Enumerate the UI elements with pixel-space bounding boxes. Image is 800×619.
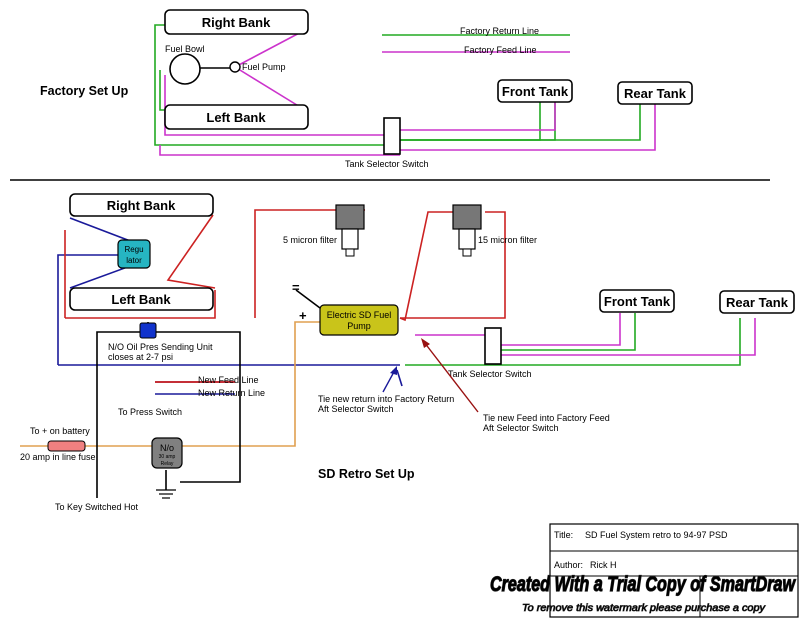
legend-new-return-label: New Return Line xyxy=(198,388,265,398)
relay-label-line2: 30 amp xyxy=(159,454,176,460)
filter-5-micron-label: 5 micron filter xyxy=(283,235,337,245)
factory-section-label: Factory Set Up xyxy=(40,84,129,98)
feed-note-arrow xyxy=(423,341,479,413)
factory-tank-selector xyxy=(383,117,401,155)
oil-switch-label-line2: closes at 2-7 psi xyxy=(108,352,173,362)
to-battery-label: To + on battery xyxy=(30,426,90,436)
regulator-label-line2: lator xyxy=(126,256,142,265)
fuel-bowl-label: Fuel Bowl xyxy=(165,44,205,54)
filter-5-micron xyxy=(335,204,365,257)
watermark-subtext: To remove this watermark please purchase… xyxy=(522,603,766,614)
factory-left-bank xyxy=(164,104,309,130)
retro-right-bank-label: Right Bank xyxy=(107,198,176,213)
factory-section: Factory Set Up Right Bank Left Bank Fuel… xyxy=(40,9,693,169)
retro-section-label: SD Retro Set Up xyxy=(318,467,415,481)
factory-right-bank-label: Right Bank xyxy=(202,15,271,30)
factory-feed-lines xyxy=(159,29,656,156)
fuse-label: 20 amp in line fuse xyxy=(20,452,96,462)
to-key-label: To Key Switched Hot xyxy=(55,502,139,512)
retro-section: New Feed Line New Return Line Right Bank xyxy=(20,193,795,512)
regulator xyxy=(117,239,151,269)
return-note-line2: Aft Selector Switch xyxy=(318,404,394,414)
feed-note-arrow-head xyxy=(421,338,430,348)
fuel-bowl xyxy=(169,53,201,85)
return-note-arrow-head xyxy=(390,366,397,375)
title-block: Title: SD Fuel System retro to 94-97 PSD… xyxy=(549,523,799,618)
relay xyxy=(151,437,183,469)
watermark-text: Created With a Trial Copy of SmartDraw xyxy=(490,573,796,596)
retro-tank-selector xyxy=(484,327,502,365)
electric-fuel-pump xyxy=(319,304,399,336)
filter-15-micron xyxy=(452,204,482,257)
legend-factory-return-label: Factory Return Line xyxy=(460,26,539,36)
regulator-label-line1: Regu xyxy=(124,245,143,254)
retro-front-tank-label: Front Tank xyxy=(604,294,671,309)
pump-label-line1: Electric SD Fuel xyxy=(327,310,392,320)
retro-left-bank-label: Left Bank xyxy=(111,292,171,307)
feed-note-line2: Aft Selector Switch xyxy=(483,423,559,433)
feed-note-line1: Tie new Feed into Factory Feed xyxy=(483,413,610,423)
author-label: Author: xyxy=(554,560,583,570)
factory-front-tank-label: Front Tank xyxy=(502,84,569,99)
oil-switch-label-line1: N/O Oil Pres Sending Unit xyxy=(108,342,213,352)
factory-left-bank-label: Left Bank xyxy=(206,110,266,125)
ground-icon xyxy=(156,489,176,499)
factory-rear-tank-label: Rear Tank xyxy=(624,86,687,101)
to-press-switch-label: To Press Switch xyxy=(118,407,182,417)
pump-label-line2: Pump xyxy=(347,321,371,331)
factory-front-tank xyxy=(497,79,573,103)
retro-right-bank xyxy=(69,193,214,217)
retro-rear-tank-label: Rear Tank xyxy=(726,295,789,310)
retro-tank-selector-label: Tank Selector Switch xyxy=(448,369,532,379)
title-value: SD Fuel System retro to 94-97 PSD xyxy=(585,530,728,540)
retro-feed-lines xyxy=(64,209,506,383)
retro-factory-lines xyxy=(405,313,756,366)
factory-tank-selector-label: Tank Selector Switch xyxy=(345,159,429,169)
legend-new-feed-label: New Feed Line xyxy=(198,375,259,385)
oil-pressure-sending-unit xyxy=(139,322,157,339)
return-note-line1: Tie new return into Factory Return xyxy=(318,394,454,404)
relay-label-line3: Relay xyxy=(161,461,174,467)
factory-fuel-pump xyxy=(229,61,241,73)
title-label: Title: xyxy=(554,530,573,540)
pump-minus-terminal: = xyxy=(292,280,300,295)
retro-left-bank xyxy=(69,287,214,311)
relay-label-line1: N/o xyxy=(160,443,174,453)
legend-factory-feed-label: Factory Feed Line xyxy=(464,45,537,55)
retro-rear-tank xyxy=(719,290,795,314)
factory-right-bank xyxy=(164,9,309,35)
retro-return-lines xyxy=(57,217,403,387)
pump-plus-terminal: + xyxy=(299,308,307,323)
inline-fuse xyxy=(47,440,86,452)
filter-15-micron-label: 15 micron filter xyxy=(478,235,537,245)
factory-fuel-pump-label: Fuel Pump xyxy=(242,62,286,72)
factory-rear-tank xyxy=(617,81,693,105)
retro-front-tank xyxy=(599,289,675,313)
author-value: Rick H xyxy=(590,560,617,570)
